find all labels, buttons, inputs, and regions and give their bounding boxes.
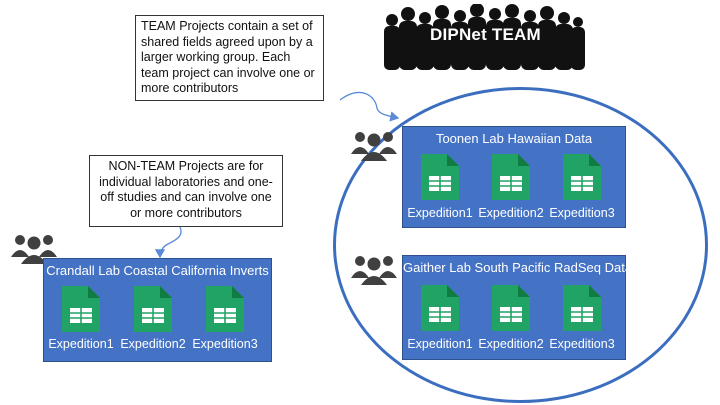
spreadsheet-icon[interactable] (204, 284, 246, 334)
expedition-label: Expedition2 (478, 206, 544, 220)
expedition-label: Expedition3 (549, 337, 615, 351)
spreadsheet-icon[interactable] (490, 152, 532, 202)
project-title: Toonen Lab Hawaiian Data (435, 131, 593, 146)
expedition-label: Expedition2 (120, 337, 186, 351)
expedition-label: Expedition3 (549, 206, 615, 220)
team-callout-arrow (339, 91, 400, 122)
spreadsheet-icon[interactable] (561, 283, 603, 333)
expedition-label: Expedition3 (192, 337, 258, 351)
team-title: DIPNet TEAM (430, 25, 541, 44)
expedition-label: Expedition1 (407, 337, 473, 351)
expedition-label: Expedition2 (478, 337, 544, 351)
spreadsheet-icon[interactable] (419, 283, 461, 333)
team-callout: TEAM Projects contain a set of shared fi… (135, 15, 324, 101)
project-toonen[interactable]: Toonen Lab Hawaiian Data Expedition1 Exp… (402, 126, 626, 228)
project-crandall[interactable]: Crandall Lab Coastal California Inverts … (43, 258, 272, 362)
expedition-label: Expedition1 (48, 337, 114, 351)
team-circle (333, 87, 708, 403)
project-title: Gaither Lab South Pacific RadSeq Data (403, 260, 633, 275)
expedition-label: Expedition1 (407, 206, 473, 220)
spreadsheet-icon[interactable] (561, 152, 603, 202)
spreadsheet-icon[interactable] (60, 284, 102, 334)
nonteam-callout: NON-TEAM Projects are for individual lab… (89, 155, 283, 227)
crowd-silhouette-icon (384, 4, 585, 70)
people-group-icon (11, 235, 57, 264)
spreadsheet-icon[interactable] (132, 284, 174, 334)
project-gaither[interactable]: Gaither Lab South Pacific RadSeq Data Ex… (402, 255, 633, 360)
people-group-icon (351, 256, 397, 285)
nonteam-callout-arrow (154, 226, 182, 259)
spreadsheet-icon[interactable] (419, 152, 461, 202)
people-group-icon (351, 132, 397, 161)
spreadsheet-icon[interactable] (490, 283, 532, 333)
project-title: Crandall Lab Coastal California Inverts (46, 263, 269, 278)
